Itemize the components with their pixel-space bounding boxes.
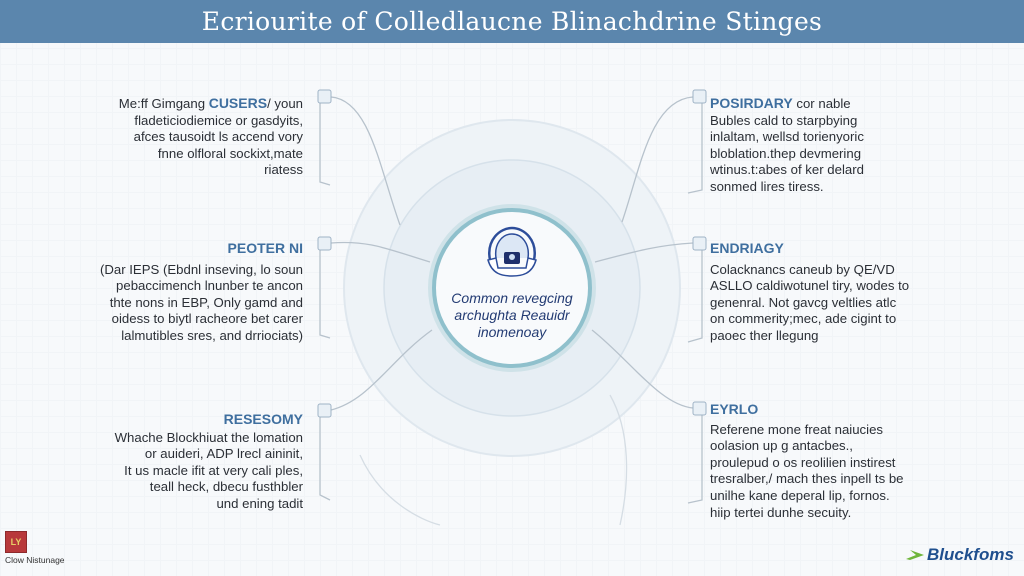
block-line: oolasion up g antacbes.,	[710, 438, 853, 454]
node-marker	[317, 89, 332, 104]
block-line: on commerity;mec, ade cigint to	[710, 311, 897, 327]
left-block-2: PEOTER NI (Dar IEPS (Ebdnl inseving, lo …	[100, 240, 303, 345]
block-line: hiip tertei dunhe secuity.	[710, 504, 852, 520]
brand-name: Bluckfoms	[927, 545, 1014, 564]
bracket-line	[319, 100, 331, 186]
block-heading: PEOTER NI	[227, 240, 303, 256]
block-line: teall heck, dbecu fusthbler	[149, 479, 303, 495]
block-line: proulepud o os reolilien instirest	[710, 454, 896, 470]
block-line: Referene mone freat naiucies	[710, 421, 884, 437]
node-marker	[317, 236, 332, 251]
connector-line	[330, 329, 433, 411]
connector-line	[330, 241, 431, 263]
bracket-line	[687, 100, 703, 194]
bracket-line	[319, 246, 331, 339]
block-line: Whache Blockhiuat the lomation	[114, 429, 303, 445]
block-line: Me:ff Gimgang CUSERS/ youn	[118, 95, 303, 111]
block-line: sonmed lires tiress.	[710, 178, 824, 194]
node-marker	[692, 89, 707, 104]
connector-line	[591, 329, 694, 409]
block-line: pebaccimench lnunber te ancon	[116, 278, 303, 294]
block-heading: CUSERS	[208, 95, 268, 111]
block-line: bloblation.thep devmering	[710, 145, 862, 161]
footer-logo-text: Clow Nistunage	[5, 555, 65, 565]
block-line: lalmutibles sres, and drriociats)	[121, 327, 303, 343]
center-label-line: archughta Reauidr	[454, 307, 570, 323]
bracket-line	[687, 412, 703, 504]
connector-line	[330, 96, 401, 226]
connector-line	[621, 96, 694, 223]
block-line: ASLLO caldiwotunel tiry, wodes to	[710, 278, 910, 294]
bracket-line	[319, 412, 331, 501]
block-line: thte nons in EBP, Only gamd and	[109, 294, 303, 310]
block-line: Bubles cald to starpbying	[710, 112, 858, 128]
block-line: unilhe kane deperal lip, fornos.	[710, 487, 890, 503]
security-helmet-icon	[487, 226, 537, 277]
block-line: or auideri, ADP lrecl aininit,	[144, 446, 303, 462]
connector-line	[609, 394, 628, 526]
block-line: POSIRDARY cor nable	[710, 95, 851, 111]
center-label: Common revegcing archughta Reauidr inome…	[432, 290, 592, 341]
left-block-1: Me:ff Gimgang CUSERS/ youn fladeticiodie…	[119, 95, 303, 179]
block-line: fnne olfloral sockixt,mate	[157, 145, 303, 161]
block-line: paoec ther llegung	[710, 327, 819, 343]
block-line: fladeticiodiemice or gasdyits,	[134, 112, 303, 128]
block-line: und ening tadit	[216, 495, 303, 511]
center-circle	[432, 208, 592, 368]
block-heading: RESESOMY	[223, 411, 303, 427]
title-bar: Ecriourite of Colledlaucne Blinachdrine …	[0, 0, 1024, 43]
block-line: riatess	[264, 162, 303, 178]
node-marker	[692, 401, 707, 416]
footer-logo-mark: LY	[5, 531, 27, 553]
block-line: afces tausoidt ls accend vory	[133, 129, 303, 145]
left-block-3: RESESOMY Whache Blockhiuat the lomation …	[115, 411, 303, 513]
block-heading: POSIRDARY	[710, 95, 793, 111]
block-line: Colacknancs caneub by QE/VD	[710, 261, 895, 277]
right-block-2: ENDRIAGY Colacknancs caneub by QE/VD ASL…	[710, 240, 909, 345]
connector-line	[359, 454, 441, 526]
block-line: (Dar IEPS (Ebdnl inseving, lo soun	[99, 261, 303, 277]
block-line: It us macle ifit at very cali ples,	[124, 462, 303, 478]
block-line: oidess to biytl racheore bet carer	[111, 311, 303, 327]
brand-logo: Bluckfoms	[906, 545, 1014, 565]
right-block-3: EYRLO Referene mone freat naiucies oolas…	[710, 401, 904, 521]
node-marker	[317, 403, 332, 418]
center-label-line: Common revegcing	[451, 290, 573, 306]
page-title: Ecriourite of Colledlaucne Blinachdrine …	[201, 7, 823, 36]
right-block-1: POSIRDARY cor nable Bubles cald to starp…	[710, 95, 864, 196]
block-line: wtinus.t:abes of ker delard	[710, 162, 864, 178]
block-heading: ENDRIAGY	[710, 240, 784, 256]
node-marker	[692, 236, 707, 251]
block-heading: EYRLO	[710, 401, 759, 417]
block-line: tresralber,/ mach thes inpell ts be	[710, 471, 904, 487]
arrow-icon	[906, 550, 924, 560]
block-line: genenral. Not gavcg veltlies atlc	[710, 294, 897, 310]
connector-line	[594, 242, 694, 263]
bracket-line	[687, 246, 703, 343]
center-label-line: inomenoay	[477, 324, 547, 340]
block-line: inlaltam, wellsd torienyoric	[710, 129, 864, 145]
